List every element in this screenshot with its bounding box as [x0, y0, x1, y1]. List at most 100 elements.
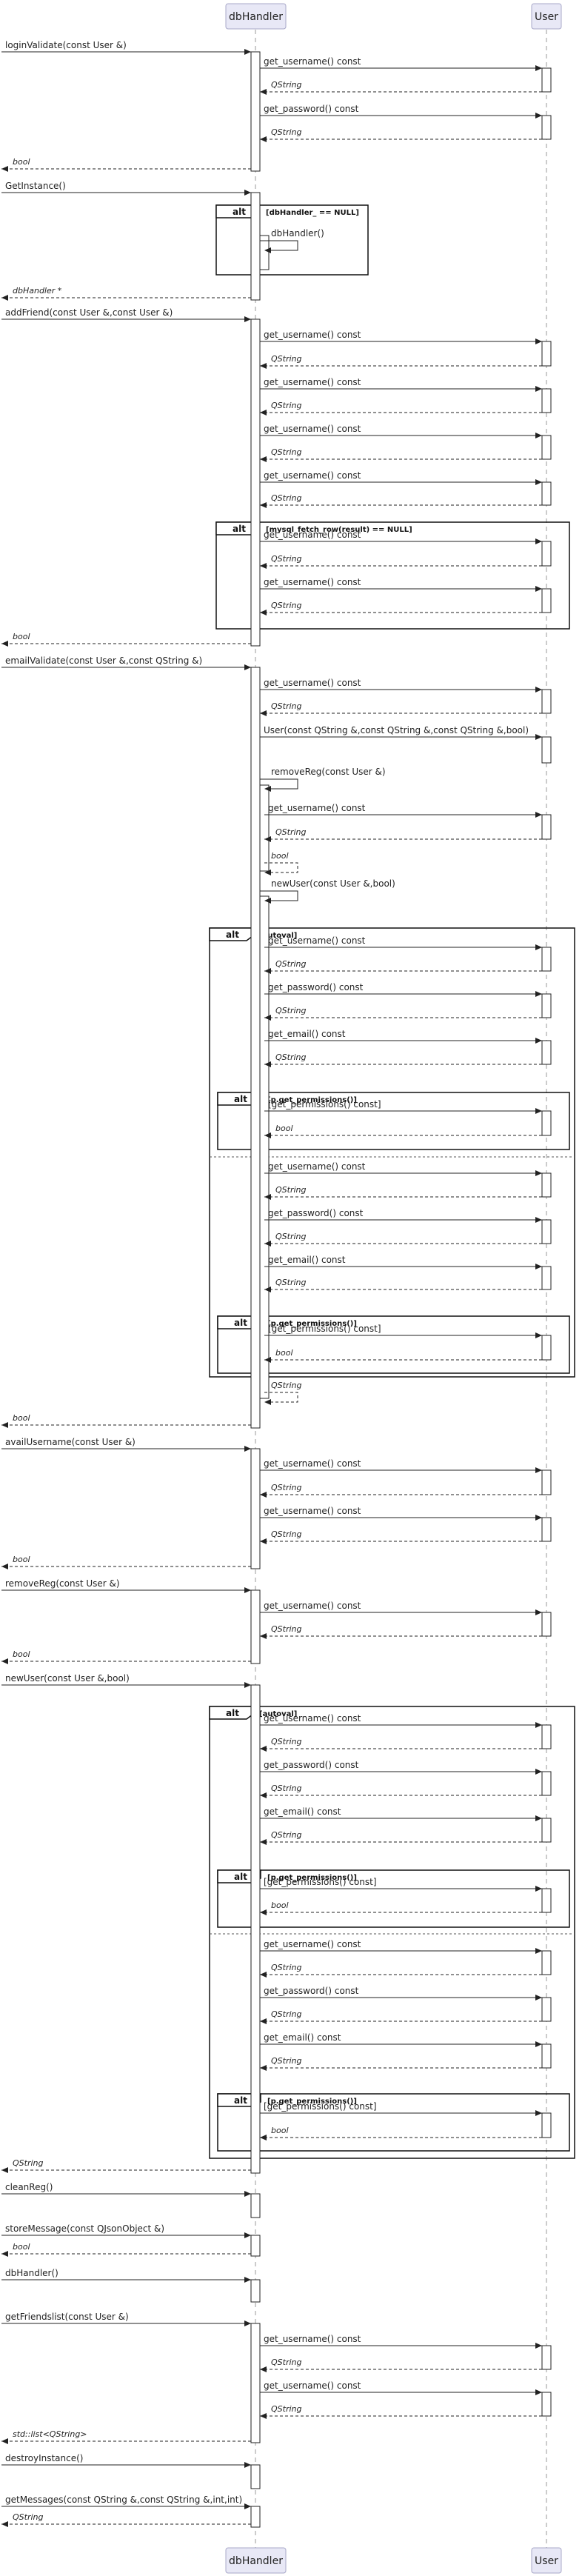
- arrowhead: [535, 2343, 542, 2349]
- fragment-guard: [p.get_permissions()]: [267, 1874, 357, 1882]
- arrowhead: [264, 1287, 271, 1292]
- arrowhead: [535, 1609, 542, 1615]
- arrowhead: [535, 2041, 542, 2047]
- activation-bar: [250, 51, 261, 172]
- activation-bar: [250, 2464, 261, 2489]
- message-call: get_username() const: [260, 1601, 542, 1615]
- arrowhead: [244, 2232, 251, 2238]
- message-label: emailValidate(const User &,const QString…: [5, 655, 202, 666]
- message-call: availUsername(const User &): [1, 1437, 251, 1452]
- message-return: QString: [260, 1529, 542, 1544]
- fragment-border: [217, 1092, 570, 1150]
- arrowhead: [260, 89, 267, 95]
- message-label: [get_permissions() const]: [268, 1099, 381, 1110]
- activation-bar: [541, 1266, 552, 1290]
- fragment-border: [209, 1706, 575, 2159]
- message-return: bool: [260, 1901, 542, 1915]
- return-label: std::list<QString>: [13, 2429, 87, 2439]
- arrowhead: [535, 944, 542, 950]
- message-return: QString: [260, 554, 542, 569]
- arrowhead: [535, 1108, 542, 1114]
- arrowhead: [1, 2521, 8, 2527]
- fragment-guard: [mysql_fetch_row(result) == NULL]: [266, 526, 412, 534]
- activation-bar: [250, 1589, 261, 1664]
- message-return: QString: [1, 2512, 251, 2527]
- participant-user-top: User: [531, 3, 562, 30]
- fragment-guard: [p.get_permissions()]: [267, 1320, 357, 1328]
- return-label: QString: [271, 401, 302, 410]
- arrowhead: [244, 1446, 251, 1452]
- self-return-line: [264, 862, 298, 873]
- message-call: getMessages(const QString &,const QStrin…: [1, 2495, 251, 2509]
- arrowhead: [1, 295, 8, 301]
- message-call: get_username() const: [260, 1713, 542, 1728]
- message-label: get_username() const: [264, 1601, 361, 1611]
- arrowhead: [1, 641, 8, 647]
- message-return: QString: [260, 601, 542, 615]
- message-call: get_username() const: [264, 1161, 542, 1176]
- arrowhead: [535, 586, 542, 592]
- return-label: QString: [271, 554, 302, 564]
- arrowhead: [535, 433, 542, 438]
- arrowhead: [535, 1467, 542, 1473]
- message-return: bool: [1, 632, 251, 647]
- message-call: loginValidate(const User &): [1, 40, 251, 55]
- return-label: QString: [271, 1737, 302, 1746]
- message-call: [get_permissions() const]: [260, 1877, 542, 1892]
- message-return: QString: [260, 1737, 542, 1752]
- alt-fragment: alt[autoval]: [209, 1706, 575, 2159]
- message-label: get_email() const: [268, 1255, 346, 1265]
- participant-box: [225, 2547, 287, 2574]
- arrowhead: [1, 1564, 8, 1569]
- return-label: QString: [271, 1830, 302, 1840]
- self-message-line: [260, 890, 298, 901]
- arrowhead: [264, 1357, 271, 1363]
- message-label: get_username() const: [264, 678, 361, 688]
- arrowhead: [1, 2167, 8, 2173]
- message-return: bool: [264, 1348, 542, 1363]
- message-return: QString: [260, 80, 542, 95]
- arrowhead: [244, 190, 251, 196]
- activation-bar: [541, 947, 552, 972]
- message-label: newUser(const User &,bool): [271, 878, 395, 889]
- arrowhead: [244, 49, 251, 55]
- fragment-guard: [p.get_permissions()]: [267, 2098, 357, 2106]
- message-label: get_username() const: [268, 935, 366, 946]
- arrowhead: [260, 456, 267, 462]
- message-label: get_username() const: [268, 803, 366, 813]
- participant-box: [531, 2547, 562, 2574]
- arrowhead: [1, 2251, 8, 2257]
- return-label: QString: [271, 1381, 302, 1390]
- fragment-keyword: alt: [234, 1318, 247, 1328]
- arrowhead: [535, 1264, 542, 1269]
- arrowhead: [535, 1217, 542, 1223]
- message-call: get_password() const: [264, 1208, 542, 1223]
- message-return: QString: [264, 1006, 542, 1021]
- fragment-keyword: alt: [234, 1872, 247, 1882]
- message-label: getMessages(const QString &,const QStrin…: [5, 2495, 242, 2505]
- activation-bar: [250, 2279, 261, 2303]
- message-call: dbHandler(): [1, 2268, 251, 2283]
- message-return: QString: [260, 2056, 542, 2071]
- message-label: removeReg(const User &): [271, 767, 386, 777]
- arrowhead: [535, 1815, 542, 1821]
- arrowhead: [260, 610, 267, 615]
- self-message-line: [260, 778, 298, 790]
- activation-bar: [541, 1219, 552, 1244]
- activation-bar: [259, 784, 270, 872]
- activation-bar: [541, 1950, 552, 1975]
- activation-bar: [259, 895, 270, 1399]
- arrowhead: [264, 1399, 271, 1405]
- arrowhead: [264, 1194, 271, 1200]
- arrowhead: [1, 1658, 8, 1664]
- activation-bar: [250, 2323, 261, 2443]
- message-label: get_username() const: [264, 424, 361, 434]
- arrowhead: [244, 1587, 251, 1593]
- message-call: [get_permissions() const]: [264, 1324, 542, 1338]
- arrowhead: [260, 2065, 267, 2071]
- message-selfreturn: QString: [264, 1381, 302, 1405]
- arrowhead: [260, 1492, 267, 1498]
- return-label: QString: [271, 80, 302, 90]
- message-label: get_email() const: [264, 2032, 341, 2043]
- message-call: get_username() const: [260, 56, 542, 71]
